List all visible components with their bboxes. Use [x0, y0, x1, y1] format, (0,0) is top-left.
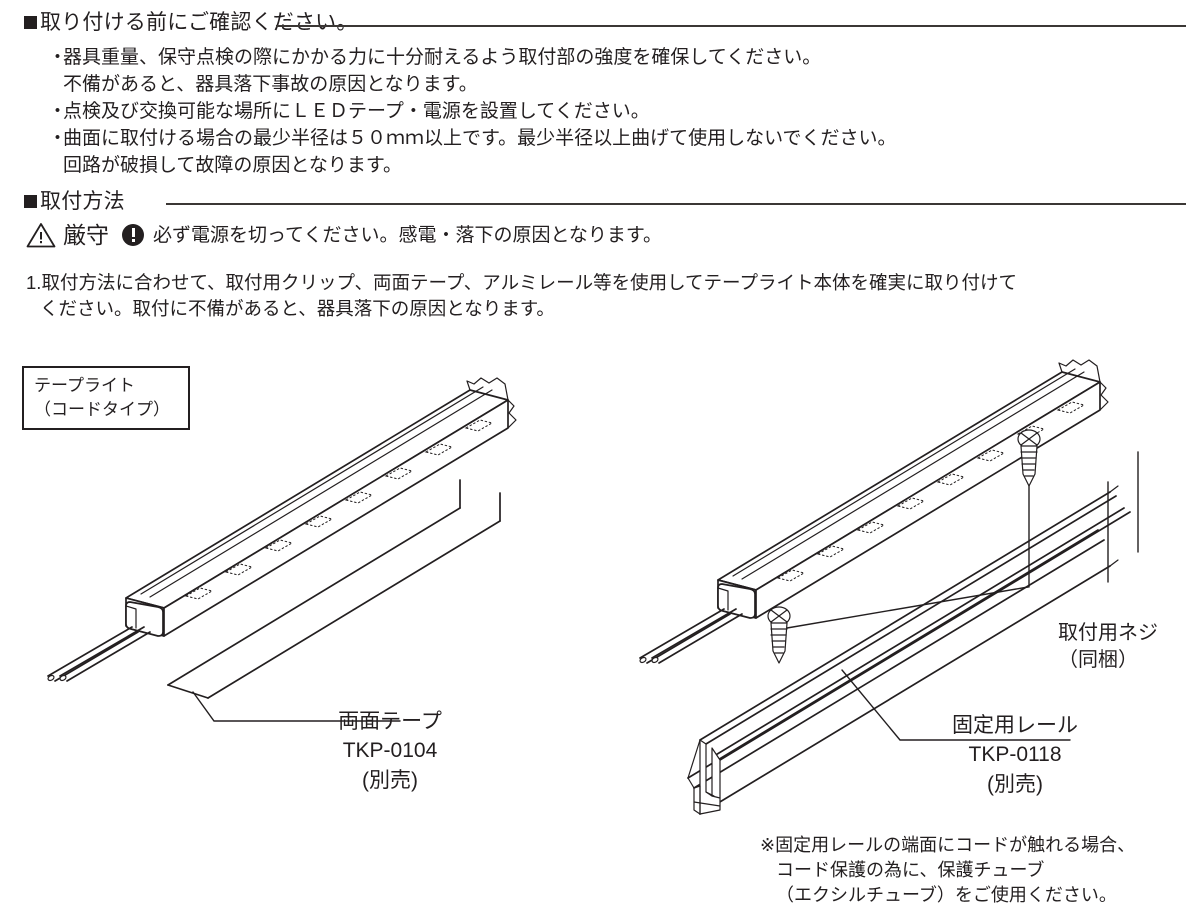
step-number: 1.: [26, 272, 42, 293]
section-heading-precheck: 取り付ける前にご確認ください。: [24, 12, 358, 33]
bullet-mark: ・: [48, 128, 68, 149]
mandatory-warning-row: 厳守 必ず電源を切ってください。感電・落下の原因となります。: [26, 222, 662, 248]
callout-tapelight-cordtype: テープライト （コードタイプ）: [22, 366, 190, 430]
square-bullet-icon: [24, 16, 37, 29]
bullet-text-line2: 不備があると、器具落下事故の原因となります。: [63, 74, 478, 95]
left-part-sale: (別売): [362, 769, 418, 792]
step-text-line1: 取付方法に合わせて、取付用クリップ、両面テープ、アルミレール等を使用してテープラ…: [41, 272, 1017, 293]
footnote-line3: （エクシルチューブ）をご使用ください。: [776, 885, 1117, 905]
callout-line2: （コードタイプ）: [34, 400, 170, 419]
precheck-list: ・ 器具重量、保守点検の際にかかる力に十分耐えるよう取付部の強度を確保してくださ…: [48, 44, 1168, 179]
step-item: 1.取付方法に合わせて、取付用クリップ、両面テープ、アルミレール等を使用してテー…: [26, 270, 1166, 322]
section-rule-method: [166, 203, 1186, 205]
led-chip-group: [776, 401, 1086, 582]
section-heading-precheck-label: 取り付ける前にご確認ください。: [40, 11, 358, 34]
left-figure-caption: 両面テープ TKP-0104 (別売): [280, 708, 500, 796]
led-chip-group: [184, 419, 494, 600]
rail-sale: (別売): [987, 773, 1043, 796]
footnote: ※固定用レールの端面にコードが触れる場合、 コード保護の為に、保護チューブ （エ…: [760, 833, 1135, 908]
bullet-mark: ・: [48, 101, 68, 122]
section-heading-method-label: 取付方法: [40, 190, 125, 213]
callout-line1: テープライト: [34, 376, 135, 395]
section-rule-precheck: [276, 25, 1186, 27]
left-part-code: TKP-0104: [342, 739, 438, 762]
rail-code: TKP-0118: [968, 743, 1062, 766]
mounting-screw-upper: [1017, 429, 1041, 588]
bullet-text-line1: 曲面に取付ける場合の最少半径は５０ｍｍ以上です。最少半径以上曲げて使用しないでく…: [63, 128, 897, 149]
mandatory-label: 厳守: [63, 221, 109, 248]
list-item: ・ 点検及び交換可能な場所にＬＥＤテープ・電源を設置してください。: [48, 98, 1168, 125]
screw-label: 取付用ネジ （同梱）: [1058, 620, 1158, 674]
step-text-line2: ください。取付に不備があると、器具落下の原因となります。: [40, 298, 555, 319]
mounting-screw-lower: [767, 586, 1029, 664]
mandatory-warning-text: 必ず電源を切ってください。感電・落下の原因となります。: [153, 224, 663, 246]
bullet-text-line1: 器具重量、保守点検の際にかかる力に十分耐えるよう取付部の強度を確保してください。: [63, 47, 822, 68]
step-line1: 1.取付方法に合わせて、取付用クリップ、両面テープ、アルミレール等を使用してテー…: [26, 270, 1166, 296]
screw-label-line2: （同梱）: [1058, 649, 1138, 671]
warning-triangle-icon: [26, 222, 56, 248]
screw-label-line1: 取付用ネジ: [1058, 622, 1158, 644]
list-item: ・ 曲面に取付ける場合の最少半径は５０ｍｍ以上です。最少半径以上曲げて使用しない…: [48, 125, 1168, 179]
bullet-text-line2: 回路が破損して故障の原因となります。: [63, 155, 402, 176]
rail-label: 固定用レール: [952, 714, 1078, 737]
list-item: ・ 器具重量、保守点検の際にかかる力に十分耐えるよう取付部の強度を確保してくださ…: [48, 44, 1168, 98]
right-figure-caption: 固定用レール TKP-0118 (別売): [900, 712, 1130, 800]
footnote-line2: コード保護の為に、保護チューブ: [776, 860, 1045, 880]
bullet-mark: ・: [48, 47, 68, 68]
exclamation-circle-icon: [122, 224, 144, 246]
bullet-text-line1: 点検及び交換可能な場所にＬＥＤテープ・電源を設置してください。: [63, 101, 650, 122]
footnote-line1: ※固定用レールの端面にコードが触れる場合、: [760, 835, 1136, 855]
section-heading-method: 取付方法: [24, 191, 125, 212]
square-bullet-icon: [24, 195, 37, 208]
left-part-label: 両面テープ: [338, 710, 442, 733]
